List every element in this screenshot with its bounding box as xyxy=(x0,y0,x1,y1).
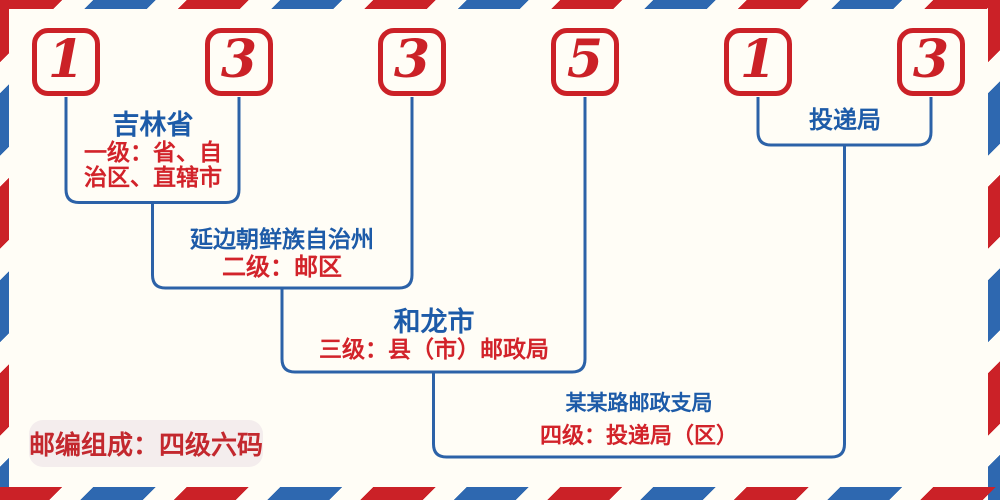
level-1-title: 吉林省 xyxy=(112,110,194,141)
delivery-office-title: 投递局 xyxy=(809,106,881,134)
digit-2: 3 xyxy=(220,29,258,90)
digit-box-3: 3 xyxy=(378,28,446,96)
level-2-label: 延边朝鲜族自治州 二级：邮区 xyxy=(190,227,374,280)
bracket-level-4 xyxy=(432,145,846,459)
level-1-label: 吉林省 一级：省、自 治区、直辖市 xyxy=(84,110,222,191)
level-4-desc: 四级：投递局（区） xyxy=(539,424,739,449)
level-3-desc: 三级：县（市）邮政局 xyxy=(319,337,549,363)
level-4-label: 某某路邮政支局 四级：投递局（区） xyxy=(540,391,738,449)
delivery-office-label: 投递局 xyxy=(809,107,881,134)
level-2-desc: 二级：邮区 xyxy=(222,253,342,281)
border-stripe-bottom xyxy=(0,487,1000,500)
digit-box-5: 1 xyxy=(724,28,792,96)
digit-6: 3 xyxy=(912,29,950,90)
digit-1: 1 xyxy=(47,29,85,90)
border-stripe-left xyxy=(0,0,9,500)
level-3-title: 和龙市 xyxy=(393,307,475,338)
digit-5: 1 xyxy=(739,29,777,90)
digit-box-1: 1 xyxy=(32,28,100,96)
bracket-delivery-digits xyxy=(756,97,933,147)
digit-box-2: 3 xyxy=(205,28,273,96)
level-3-label: 和龙市 三级：县（市）邮政局 xyxy=(319,308,549,363)
digit-box-4: 5 xyxy=(551,28,619,96)
level-1-desc-line-2: 治区、直辖市 xyxy=(84,165,222,191)
level-1-desc-line-1: 一级：省、自 xyxy=(84,140,222,166)
footer-badge-label: 邮编组成：四级六码 xyxy=(29,431,264,461)
level-4-title: 某某路邮政支局 xyxy=(565,391,713,415)
digit-3: 3 xyxy=(393,29,431,90)
level-2-title: 延边朝鲜族自治州 xyxy=(190,227,374,253)
footer-badge: 邮编组成：四级六码 xyxy=(29,420,263,467)
border-stripe-right xyxy=(988,0,1000,500)
digit-4: 5 xyxy=(566,29,604,90)
border-stripe-top xyxy=(0,0,1000,9)
digit-box-6: 3 xyxy=(897,28,965,96)
